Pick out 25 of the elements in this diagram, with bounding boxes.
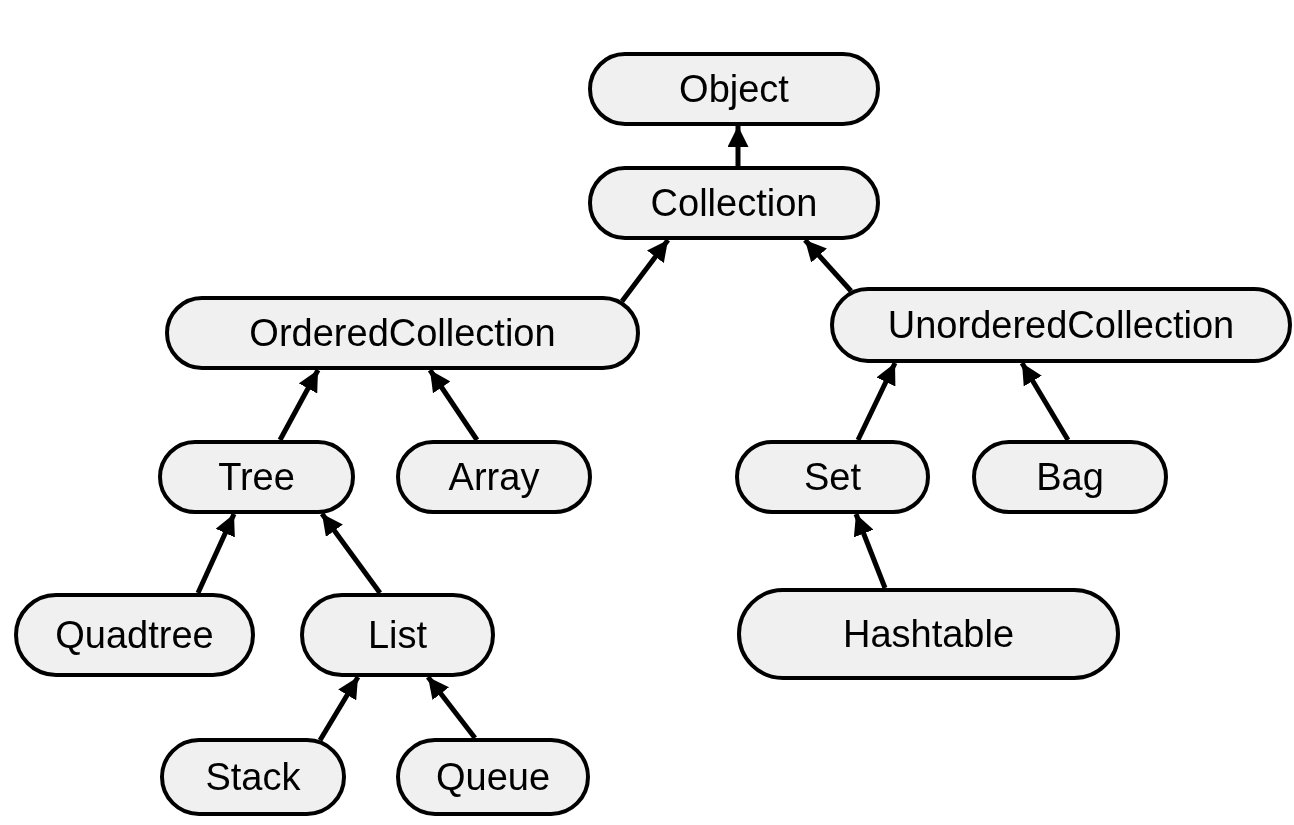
- arrow: [426, 675, 477, 740]
- arrow: [727, 126, 749, 166]
- class-name: Collection: [650, 181, 818, 225]
- arrow: [620, 238, 670, 303]
- arrow: [427, 368, 480, 442]
- arrow: [277, 368, 321, 442]
- class-name: Set: [803, 455, 861, 499]
- class-name: Object: [679, 67, 789, 111]
- arrow: [855, 361, 898, 442]
- arrow: [803, 238, 853, 293]
- arrow: [320, 512, 382, 595]
- arrow: [195, 512, 237, 595]
- class-name: Stack: [205, 755, 301, 799]
- class-name: Queue: [435, 755, 551, 799]
- arrow: [853, 513, 888, 589]
- arrow: [317, 675, 361, 742]
- class-name: UnorderedCollection: [887, 303, 1235, 347]
- class-name: Hashtable: [842, 612, 1015, 656]
- class-name: Quadtree: [55, 613, 214, 657]
- class-name: List: [367, 613, 428, 657]
- arrow: [1019, 361, 1071, 442]
- class-name: Tree: [218, 455, 295, 499]
- class-name: OrderedCollection: [249, 311, 556, 355]
- class-name: Array: [448, 455, 540, 499]
- class-name: Bag: [1036, 455, 1104, 499]
